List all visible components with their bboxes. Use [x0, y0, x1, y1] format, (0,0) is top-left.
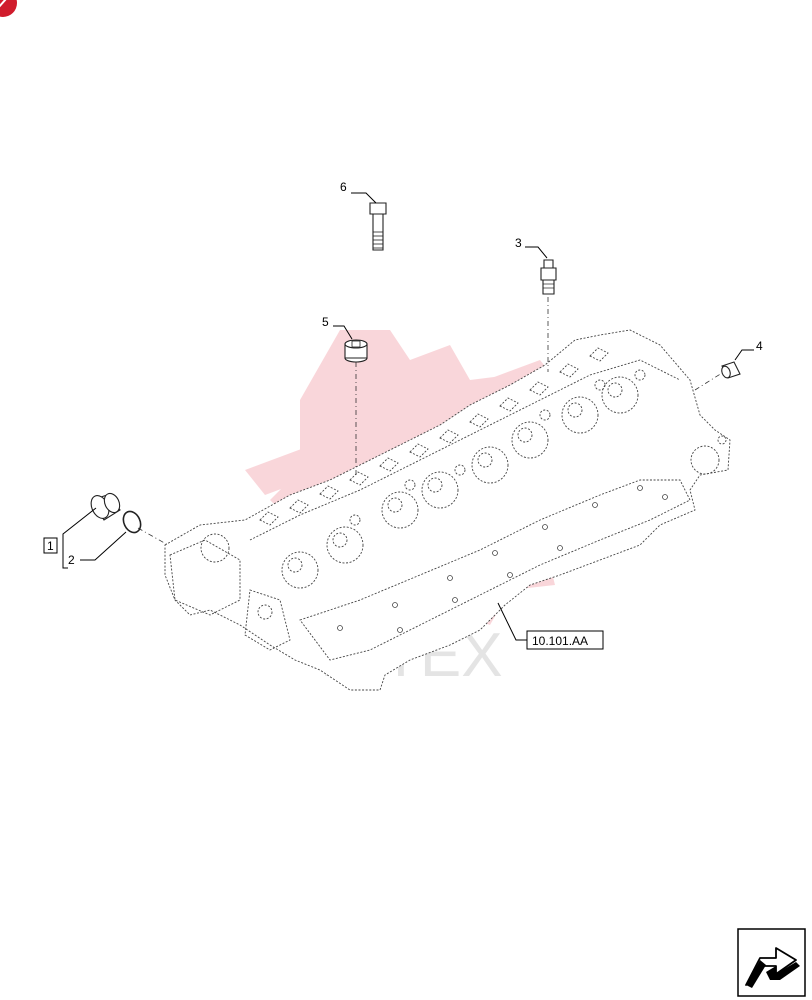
part-6-bolt[interactable]: [369, 202, 387, 251]
callout-bracket-1-2: [43, 507, 127, 569]
callout-3[interactable]: 3: [515, 236, 522, 250]
reference-link-box[interactable]: 10.101.AA: [526, 630, 604, 650]
leader-reference: [497, 602, 527, 641]
next-page-arrow-icon[interactable]: [737, 928, 806, 997]
part-5-plug[interactable]: [344, 339, 368, 363]
leader-6: [351, 192, 377, 204]
callout-4[interactable]: 4: [756, 339, 763, 353]
red-corner-marker-icon: [0, 0, 17, 17]
leader-5: [333, 325, 353, 340]
part-4-cap[interactable]: [720, 361, 741, 379]
leader-4: [734, 349, 754, 361]
leader-3: [525, 246, 548, 259]
cylinder-head: [164, 329, 731, 691]
part-3-fitting[interactable]: [540, 259, 557, 295]
assembly-centerlines: [137, 297, 723, 546]
callout-1[interactable]: 1: [47, 539, 54, 553]
callout-6[interactable]: 6: [340, 180, 347, 194]
reference-label[interactable]: 10.101.AA: [532, 634, 588, 648]
part-2-o-ring[interactable]: [120, 509, 144, 536]
callout-5[interactable]: 5: [322, 315, 329, 329]
part-1-plug[interactable]: [88, 491, 123, 521]
callout-2[interactable]: 2: [68, 553, 75, 567]
